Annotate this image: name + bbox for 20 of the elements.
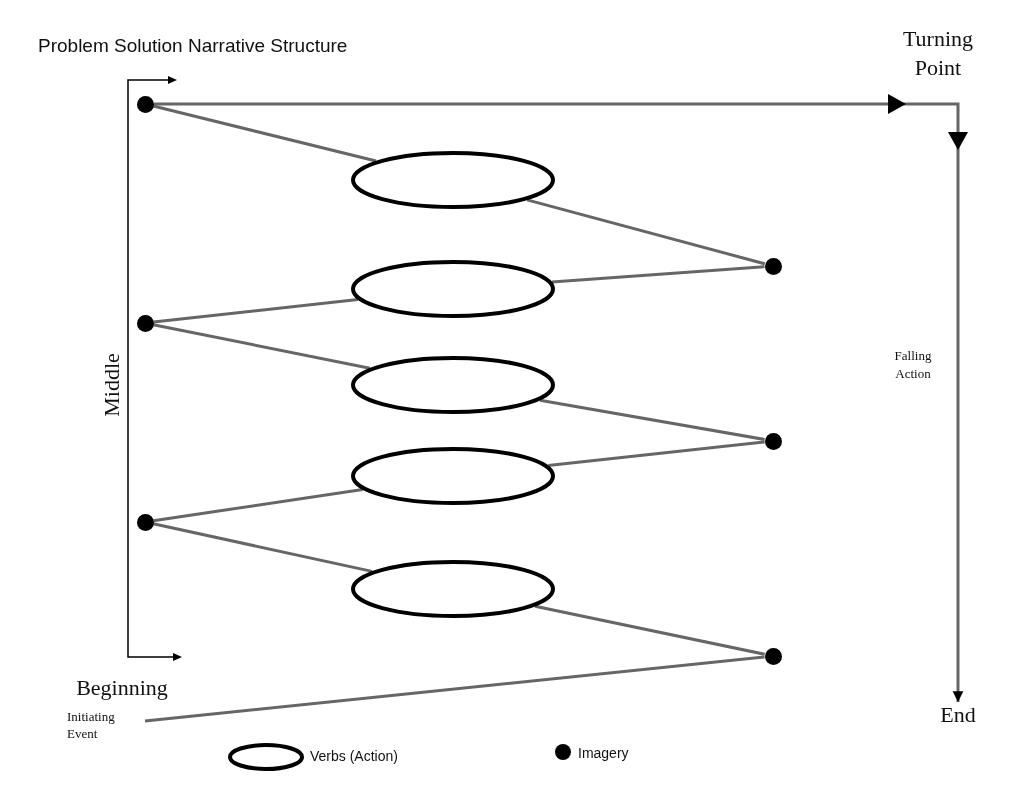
imagery-dot <box>764 257 782 275</box>
stage-label: Middle <box>98 352 125 419</box>
imagery-dot <box>136 95 154 113</box>
verb-ellipse <box>351 447 555 505</box>
verb-ellipse <box>351 560 555 618</box>
legend-text: Verbs (Action) <box>310 748 398 764</box>
verb-ellipse <box>351 356 555 414</box>
imagery-dot <box>764 647 782 665</box>
verb-ellipse <box>351 260 555 318</box>
imagery-dot <box>136 513 154 531</box>
stage-label: Beginning <box>75 674 169 702</box>
diagram-title: Problem Solution Narrative Structure <box>38 35 348 57</box>
legend-text: Imagery <box>578 745 629 761</box>
verb-ellipse <box>351 151 555 209</box>
imagery-dot <box>136 314 154 332</box>
stage-label: Initiating Event <box>67 708 145 742</box>
stage-label: End <box>933 702 983 728</box>
imagery-dot <box>764 432 782 450</box>
stage-label: Turning Point <box>901 25 975 82</box>
annotation-text: Falling Action <box>893 347 933 383</box>
